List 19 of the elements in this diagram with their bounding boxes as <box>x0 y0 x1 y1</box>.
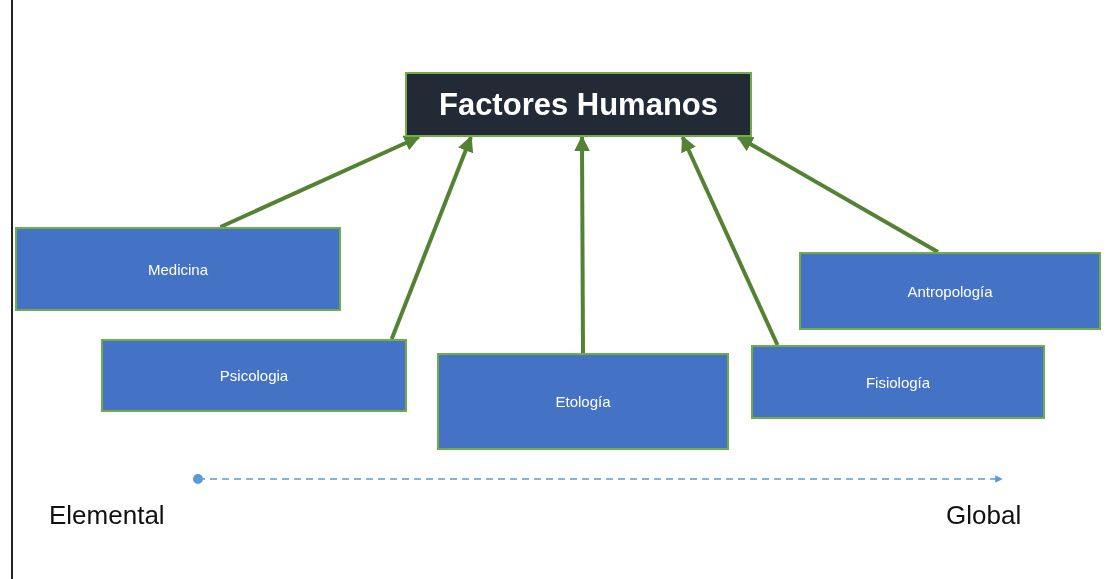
arrow <box>680 135 780 346</box>
scale-label: Global <box>946 500 1022 531</box>
box-label: Medicina <box>148 260 208 278</box>
discipline-box <box>15 227 341 311</box>
discipline-box <box>437 353 729 450</box>
discipline-box <box>751 345 1045 419</box>
title-box <box>405 72 752 137</box>
box-label: Psicologia <box>219 367 289 384</box>
discipline-box <box>799 252 1101 330</box>
arrow <box>574 135 591 353</box>
box-label: Factores Humanos <box>438 86 719 123</box>
box-label: Etología <box>555 393 611 410</box>
box-label: Antropología <box>907 282 993 300</box>
scale-label: Elemental <box>49 500 165 531</box>
arrow <box>219 135 421 229</box>
arrow <box>736 135 939 254</box>
box-label: Fisiología <box>865 373 931 391</box>
discipline-box <box>101 339 407 412</box>
arrow <box>389 135 474 340</box>
